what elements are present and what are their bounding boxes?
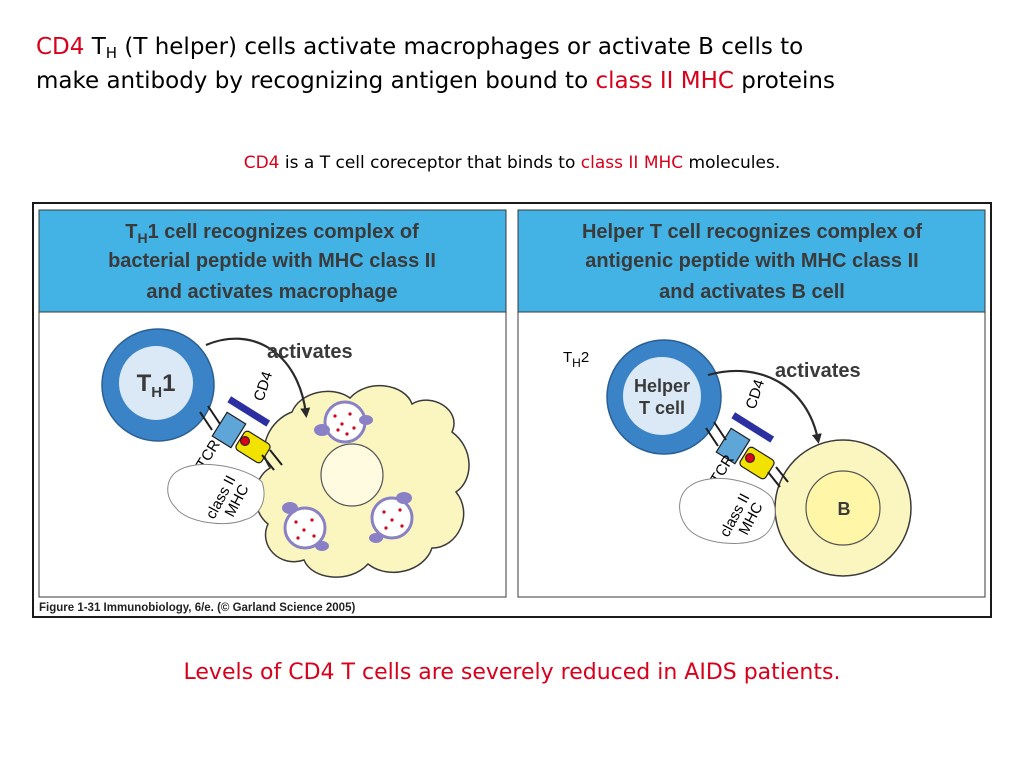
- th1-label: TH1: [137, 370, 176, 401]
- activates-arrow: [707, 369, 822, 444]
- activates-label: activates: [775, 360, 861, 382]
- right-panel: Helper T cell recognizes complex of anti…: [517, 209, 986, 598]
- membrane-tick: [269, 449, 283, 466]
- title-t: T: [91, 34, 106, 60]
- subtitle-end: molecules.: [683, 153, 781, 173]
- helper-t-label-line1: Helper: [634, 376, 690, 396]
- left-header-line3: and activates macrophage: [146, 281, 397, 303]
- membrane-tick: [767, 471, 781, 488]
- b-cell-nucleus: [805, 470, 881, 546]
- th1-nucleus: [119, 346, 193, 420]
- membrane-tick: [261, 454, 275, 471]
- cd4-coreceptor: [227, 396, 271, 427]
- right-panel-header: [517, 209, 986, 313]
- title-line2-end: proteins: [733, 68, 835, 94]
- activates-label: activates: [267, 341, 353, 363]
- cd4-coreceptor: [731, 412, 775, 443]
- subtitle-class2-mhc: class II MHC: [580, 153, 684, 173]
- peptide: [745, 453, 755, 463]
- subtitle: CD4 is a T cell coreceptor that binds to…: [0, 150, 1024, 176]
- title-line2-start: make antibody by recognizing antigen bou…: [36, 68, 596, 94]
- membrane-tick: [713, 421, 727, 441]
- right-header-line2: antigenic peptide with MHC class II: [585, 250, 918, 272]
- left-panel: TH1 cell recognizes complex of bacterial…: [38, 209, 507, 598]
- left-panel-header: [38, 209, 507, 313]
- helper-t-label-line2: T cell: [639, 398, 685, 418]
- right-header-line1: Helper T cell recognizes complex of: [582, 221, 922, 243]
- helper-t-nucleus: [623, 357, 701, 435]
- th2-label: TH2: [563, 349, 589, 370]
- figure-caption: Figure 1-31 Immunobiology, 6/e. (© Garla…: [39, 602, 355, 614]
- membrane-tick: [705, 427, 719, 447]
- title-cd4: CD4: [36, 34, 85, 60]
- subtitle-cd4: CD4: [243, 153, 280, 173]
- membrane-tick: [775, 466, 789, 483]
- bottom-note: Levels of CD4 T cells are severely reduc…: [183, 660, 841, 685]
- title-line1-rest: (T helper) cells activate macrophages or…: [117, 34, 804, 60]
- vesicle: [314, 400, 373, 444]
- left-header-line1: TH1 cell recognizes complex of: [125, 221, 419, 246]
- title-class2-mhc: class II MHC: [595, 68, 734, 94]
- vesicle: [369, 492, 414, 543]
- class2-label-bubble: [679, 478, 776, 544]
- right-header-line3: and activates B cell: [659, 281, 845, 303]
- class2-label-bubble: [167, 463, 265, 525]
- membrane-tick: [207, 405, 221, 425]
- slide-title: CD4 TH (T helper) cells activate macroph…: [36, 30, 996, 98]
- b-cell-label: B: [838, 499, 851, 519]
- macrophage-nucleus: [320, 443, 384, 507]
- activates-arrow: [205, 337, 311, 418]
- title-h-subscript: H: [105, 44, 118, 62]
- peptide: [240, 436, 250, 446]
- membrane-tick: [199, 411, 213, 431]
- vesicle: [282, 502, 329, 551]
- subtitle-mid: is a T cell coreceptor that binds to: [279, 153, 581, 173]
- left-header-line2: bacterial peptide with MHC class II: [108, 250, 436, 272]
- tcr-receptor: [715, 427, 751, 465]
